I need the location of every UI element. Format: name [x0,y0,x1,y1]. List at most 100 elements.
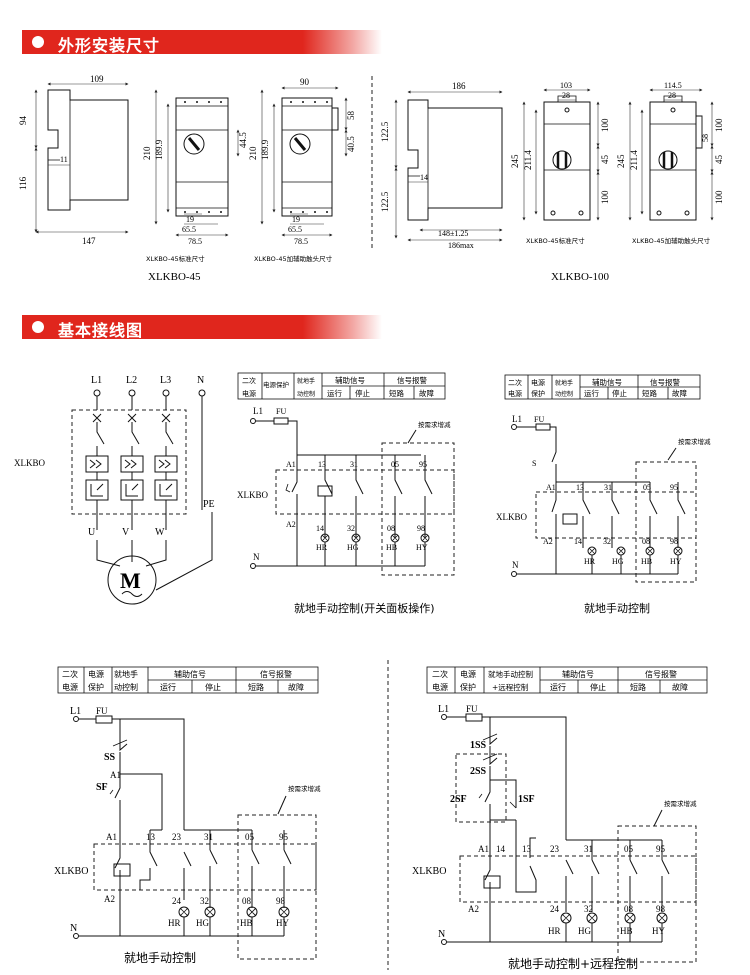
label-1ss: 1SS [470,740,487,751]
terminal-08: 08 [624,904,634,914]
dim-label: 245 [510,154,520,168]
table-cell: 辅助信号 [592,377,622,387]
table-cell: 电源 [508,389,522,398]
label-fu: FU [534,415,544,424]
dim-drawing-100-front: 103 28 245 211.4 100 45 100 XLKBO-45标准尺寸 [510,81,610,245]
terminal-98: 98 [670,537,678,546]
terminal-32: 32 [200,896,209,906]
terminal-95: 95 [419,460,427,469]
bullet-icon [32,321,44,333]
terminal-a2: A2 [286,520,296,529]
dim-label: 44.5 [238,132,248,148]
table-cell: 停止 [612,388,627,398]
dim-label: 58 [346,111,356,121]
dim-label: 189.9 [154,139,164,160]
dim-label: 28 [668,91,676,100]
table-cell: 就地手 [114,669,138,679]
label-s: S [532,459,536,468]
motor-symbol: M [120,568,141,593]
label-l1: L1 [438,704,449,715]
caption-local-manual-1: 就地手动控制 [584,601,650,615]
terminal-24: 24 [172,896,182,906]
xlkbo-label: XLKBO [412,866,446,877]
table-cell: 短路 [630,682,646,692]
table-cell: 就地手动控制 [488,669,533,679]
wiring-local-remote: 二次 电源 电源 保护 就地手动控制 +远程控制 辅助信号 信号报警 运行 停止… [412,666,708,971]
lamp-hr: HR [316,543,328,552]
section-title-dimensions: 外形安装尺寸 [58,36,161,55]
table-cell: 电源 [242,389,256,398]
terminal-05: 05 [245,832,255,842]
label-fu: FU [96,706,108,716]
terminal-95: 95 [656,844,666,854]
dim-label: 28 [562,91,570,100]
table-cell: 运行 [584,388,599,398]
xlkbo-label: XLKBO [14,458,45,468]
caption-panel-operation: 就地手动控制(开关面板操作) [294,601,435,615]
lamp-hr: HR [584,557,596,566]
dim-label: 100 [714,190,724,204]
wiring-main-circuit: L1 L2 L3 N XLKBO U V W PE M [14,375,215,605]
model-label-45: XLKBO-45 [148,271,201,283]
table-cell: 保护 [531,389,545,398]
label-l1: L1 [91,375,102,386]
label-n: N [253,552,260,562]
dim-label: 19 [186,215,194,224]
dim-label: 11 [60,155,68,164]
table-cell: 就地手 [297,377,315,385]
lamp-hy: HY [416,543,428,552]
dim-label: 114.5 [664,81,682,90]
terminal-a2: A2 [543,537,553,546]
terminal-a1: A1 [106,832,117,842]
lamp-hg: HG [196,918,209,928]
section-title-wiring: 基本接线图 [58,321,144,340]
label-v: V [122,527,130,538]
lamp-hg: HG [612,557,624,566]
table-cell: 辅助信号 [562,669,594,679]
table-cell: 电源 [531,378,545,387]
dim-caption: XLKBO-45标准尺寸 [526,236,585,245]
label-u: U [88,527,96,538]
wiring-local-manual-2: 二次 电源 电源 保护 就地手 动控制 辅助信号 信号报警 运行 停止 短路 故… [54,666,321,965]
dim-label: 90 [300,77,310,87]
table-cell: 动控制 [297,390,315,398]
lamp-hg: HG [578,926,591,936]
table-cell: 电源 [432,682,448,692]
table-cell: 停止 [205,682,221,692]
table-cell: 辅助信号 [174,669,206,679]
terminal-a1: A1 [286,460,296,469]
lamp-hr: HR [168,918,181,928]
dim-drawing-45-aux: 90 210 189.9 58 40.5 19 65.5 78.5 XLKBO-… [248,77,356,263]
terminal-23: 23 [172,832,182,842]
table-cell: 辅助信号 [335,375,365,385]
table-cell: 信号报警 [650,377,680,387]
table-cell: 二次 [242,376,256,385]
terminal-23: 23 [550,844,560,854]
terminal-32: 32 [603,537,611,546]
terminal-32: 32 [584,904,593,914]
label-2ss: 2SS [470,766,487,777]
label-l2: L2 [126,375,137,386]
label-w: W [155,527,165,538]
terminal-13: 13 [576,483,584,492]
dim-label: 210 [248,146,258,160]
bullet-icon [32,36,44,48]
terminal-a1-upper: A1 [110,770,121,780]
table-cell: 运行 [550,682,566,692]
xlkbo-label: XLKBO [496,512,527,522]
terminal-31: 31 [604,483,612,492]
dim-label: 116 [18,176,28,190]
dim-label: 100 [600,118,610,132]
dim-label: 100 [714,118,724,132]
model-label-100: XLKBO-100 [551,271,610,283]
dim-label: 109 [90,74,104,84]
wiring-panel-operation: 二次 电源 电源保护 就地手 动控制 辅助信号 信号报警 运行 停止 短路 故障… [237,372,455,615]
dim-label: 78.5 [188,237,202,246]
terminal-08: 08 [242,896,252,906]
terminal-a2: A2 [104,894,115,904]
dim-drawing-45-side: 109 94 116 11 147 [18,74,129,246]
label-fu: FU [466,704,478,714]
terminal-31: 31 [584,844,593,854]
dim-label: 210 [142,146,152,160]
